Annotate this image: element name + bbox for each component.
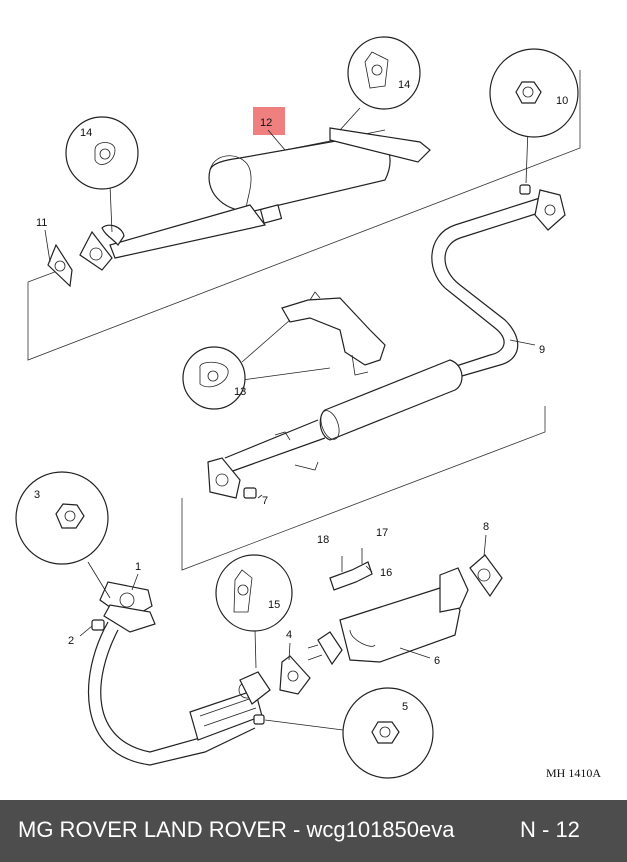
callout-label-2: 2	[68, 635, 74, 647]
callout-14-left	[65, 116, 139, 233]
nut-5-small	[253, 714, 265, 725]
part-12-highlight	[253, 107, 285, 135]
callout-label-15: 15	[268, 599, 280, 611]
footer-bar: MG ROVER LAND ROVER - wcg101850eva N - 1…	[0, 800, 627, 862]
gasket-4	[279, 655, 311, 695]
callout-label-4: 4	[286, 629, 292, 641]
callout-14-right	[339, 36, 421, 131]
callout-label-7: 7	[262, 495, 268, 507]
section-frame-middle	[181, 406, 546, 571]
nut-7	[243, 487, 257, 499]
nut-2	[91, 619, 105, 631]
callout-label-8: 8	[483, 521, 489, 533]
callout-label-13: 13	[234, 386, 246, 398]
callout-label-14b: 14	[398, 79, 410, 91]
callout-label-12: 12	[260, 117, 272, 129]
rear-silencer	[109, 127, 431, 259]
callout-label-17: 17	[376, 527, 388, 539]
footer-page-number: N - 12	[520, 817, 580, 842]
callout-13	[182, 319, 331, 410]
front-pipe	[87, 581, 271, 766]
mounting-bracket	[281, 291, 386, 376]
gasket-8	[469, 554, 503, 598]
callout-label-10: 10	[556, 95, 568, 107]
intermediate-pipe	[207, 189, 566, 499]
catalytic-converter	[307, 567, 469, 666]
leader-lines	[44, 129, 536, 661]
callout-label-9: 9	[539, 344, 545, 356]
callout-label-16: 16	[380, 567, 392, 579]
callout-label-11: 11	[36, 217, 47, 229]
footer-title: MG ROVER LAND ROVER - wcg101850eva	[18, 817, 455, 842]
callout-15	[215, 554, 293, 669]
callout-label-5: 5	[402, 701, 408, 713]
callout-label-6: 6	[434, 655, 440, 667]
callout-label-18: 18	[317, 534, 329, 546]
callout-label-14a: 14	[80, 127, 92, 139]
rear-flange-gasket	[47, 224, 125, 288]
bracket-16	[329, 548, 373, 591]
nut-10-small	[519, 184, 531, 195]
callout-label-1: 1	[135, 561, 141, 573]
diagram-reference-code: MH 1410A	[546, 766, 602, 780]
callout-10	[489, 48, 579, 184]
callout-3	[15, 471, 111, 599]
callout-label-3: 3	[34, 489, 40, 501]
callout-5	[264, 687, 434, 779]
exhaust-system-diagram: 11 14 12 14 10 9 13 7 3 8 18 17 16 1 15 …	[15, 36, 581, 779]
